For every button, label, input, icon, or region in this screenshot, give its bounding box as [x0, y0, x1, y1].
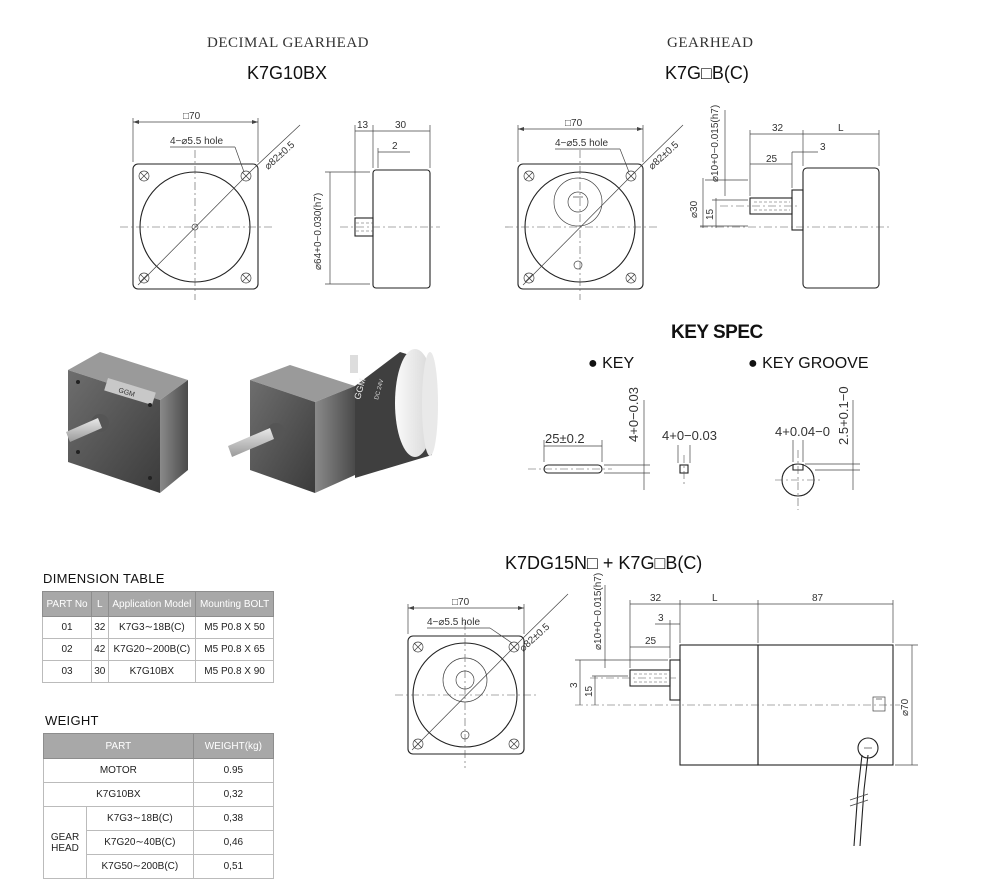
combo-d32: 32: [650, 593, 662, 604]
combo-square-dim: □70: [452, 597, 470, 608]
dt-cell: K7G20∼200B(C): [107, 638, 197, 661]
dt-cell: 32: [91, 616, 109, 639]
dt-cell: M5 P0.8 X 90: [195, 660, 274, 683]
table-row: MOTOR 0.95: [43, 758, 275, 783]
combo-d25: 25: [645, 636, 657, 647]
table-row: K7G50∼200B(C) 0,51: [44, 854, 275, 879]
dt-header-bolt: Mounting BOLT: [195, 591, 274, 617]
gearhead-shaft-dim: ⌀10+0−0.015(h7): [710, 105, 721, 182]
wt-decimal-value: 0,32: [192, 782, 275, 807]
weight-table-title: WEIGHT: [45, 713, 99, 728]
wt-gear-label: K7G20∼40B(C): [86, 830, 194, 855]
wt-header-part: PART: [43, 733, 194, 759]
wt-gear-value: 0,38: [192, 806, 275, 831]
wt-motor-label: MOTOR: [43, 758, 194, 783]
decimal-gearhead-title: DECIMAL GEARHEAD: [207, 35, 370, 51]
combo-d3: 3: [658, 613, 664, 624]
gearhead-model: K7G□B(C): [665, 63, 749, 83]
combo-d15: 15: [584, 685, 595, 697]
combo-dL: L: [712, 593, 718, 604]
gearhead-d3: 3: [820, 142, 826, 153]
dimension-table-title: DIMENSION TABLE: [43, 571, 165, 586]
dt-header-part: PART No: [41, 591, 93, 617]
gearhead-d25: 25: [766, 154, 778, 165]
dt-cell: K7G3∼18B(C): [107, 616, 197, 639]
key-groove-label: ● KEY GROOVE: [748, 355, 869, 372]
key-length-dim: 25±0.2: [545, 431, 585, 446]
table-row: K7G10BX 0,32: [43, 782, 275, 807]
gearhead-d30: ⌀30: [689, 200, 700, 218]
dt-header-model: Application Model: [107, 591, 197, 617]
dt-cell: M5 P0.8 X 50: [195, 616, 274, 639]
wt-motor-value: 0.95: [192, 758, 275, 783]
gearhead-square-dim: □70: [565, 118, 583, 129]
dt-cell: 30: [91, 660, 109, 683]
dt-header-l: L: [91, 591, 109, 617]
dt-cell: M5 P0.8 X 65: [195, 638, 274, 661]
table-row: 03 30 K7G10BX M5 P0.8 X 90: [41, 660, 274, 683]
gearhead-holes-dim: 4−⌀5.5 hole: [555, 138, 608, 149]
wt-gear-value: 0,51: [192, 854, 275, 879]
decimal-d30: 30: [395, 120, 407, 131]
gearhead-photo-label: GGM: [117, 387, 135, 399]
gearhead-d32: 32: [772, 123, 784, 134]
dt-cell: 01: [41, 616, 93, 639]
groove-width-dim: 4+0.04−0: [775, 424, 830, 439]
gearhead-dL: L: [838, 123, 844, 134]
key-label: ● KEY: [588, 355, 635, 372]
table-row: 01 32 K7G3∼18B(C) M5 P0.8 X 50: [41, 616, 274, 639]
wt-header-weight: WEIGHT(kg): [192, 733, 275, 759]
table-row: GEAR HEAD K7G3∼18B(C) 0,38: [43, 806, 275, 879]
keyspec-title: KEY SPEC: [671, 322, 763, 343]
combo-model-title: K7DG15N□ + K7G□B(C): [505, 553, 703, 573]
dt-cell: 03: [41, 660, 93, 683]
combo-shaft-dim: ⌀10+0−0.015(h7): [593, 573, 604, 650]
decimal-shaft-dim: ⌀64+0−0.030(h7): [313, 193, 324, 270]
decimal-holes-dim: 4−⌀5.5 hole: [170, 136, 223, 147]
wt-gear-head-label: GEAR HEAD: [43, 806, 87, 879]
wt-decimal-label: K7G10BX: [43, 782, 194, 807]
decimal-d13: 13: [357, 120, 369, 131]
key-height-dim: 4+0−0.03: [626, 387, 641, 442]
motor-photo-spec: DC 24V: [374, 379, 385, 401]
groove-depth-dim: 2.5+0.1−0: [836, 386, 851, 445]
dt-cell: K7G10BX: [107, 660, 197, 683]
decimal-square-dim: □70: [183, 111, 201, 122]
combo-d70: ⌀70: [900, 698, 911, 716]
key-width-dim: 4+0−0.03: [662, 428, 717, 443]
weight-table: PART WEIGHT(kg) MOTOR 0.95 K7G10BX 0,32 …: [43, 733, 275, 879]
table-row: K7G20∼40B(C) 0,46: [44, 830, 275, 855]
gearhead-title: GEARHEAD: [667, 35, 754, 51]
table-row: 02 42 K7G20∼200B(C) M5 P0.8 X 65: [41, 638, 274, 661]
decimal-d2: 2: [392, 141, 398, 152]
wt-gear-label: K7G3∼18B(C): [86, 806, 194, 831]
dimension-table: PART No L Application Model Mounting BOL…: [41, 591, 274, 683]
wt-gear-label: K7G50∼200B(C): [86, 854, 194, 879]
combo-d87: 87: [812, 593, 824, 604]
combo-d3v: 3: [569, 682, 580, 688]
dt-cell: 02: [41, 638, 93, 661]
combo-holes-dim: 4−⌀5.5 hole: [427, 617, 480, 628]
decimal-gearhead-model: K7G10BX: [247, 63, 328, 83]
dt-cell: 42: [91, 638, 109, 661]
gearhead-d15: 15: [705, 208, 716, 220]
wt-gear-value: 0,46: [192, 830, 275, 855]
